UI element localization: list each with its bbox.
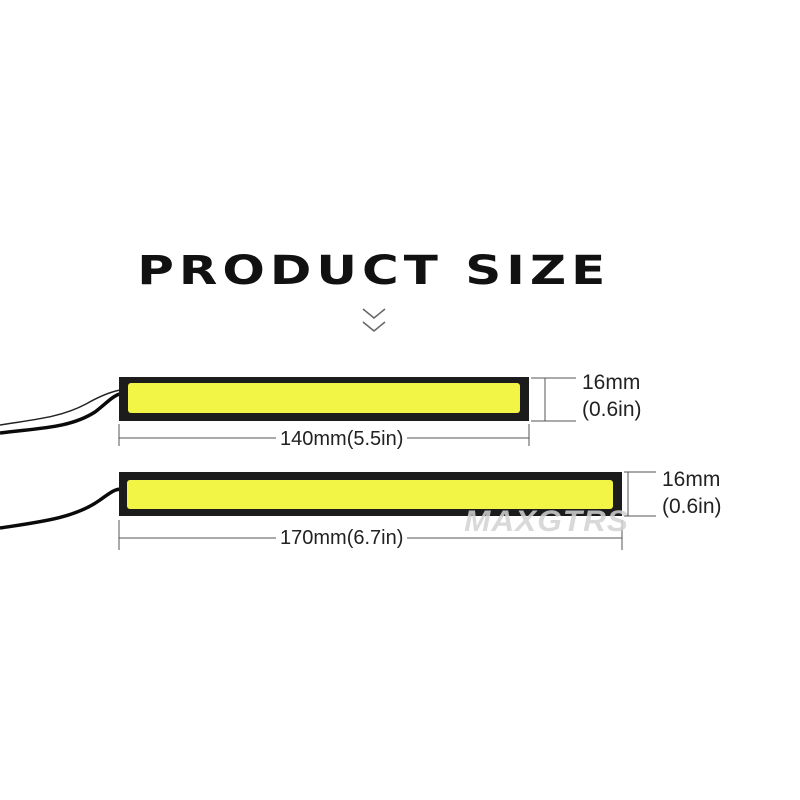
page-title: PRODUCT SIZE: [137, 248, 611, 294]
cable-2: [0, 487, 123, 530]
led-strip-1-led: [128, 383, 520, 413]
watermark: MAXGTRS: [464, 505, 629, 538]
cable-1b: [0, 389, 121, 426]
length-label-2: 170mm(6.7in): [276, 527, 408, 549]
length-label-1: 140mm(5.5in): [276, 428, 408, 450]
width-label-1-mm: 16mm: [582, 371, 641, 394]
chevron-down-icon: [362, 308, 386, 332]
led-strip-2-led: [127, 480, 613, 509]
width-label-2-mm: 16mm: [662, 468, 721, 491]
cable-1: [0, 391, 125, 435]
width-label-2-in: (0.6in): [662, 495, 722, 518]
width-label-1-in: (0.6in): [582, 398, 642, 421]
